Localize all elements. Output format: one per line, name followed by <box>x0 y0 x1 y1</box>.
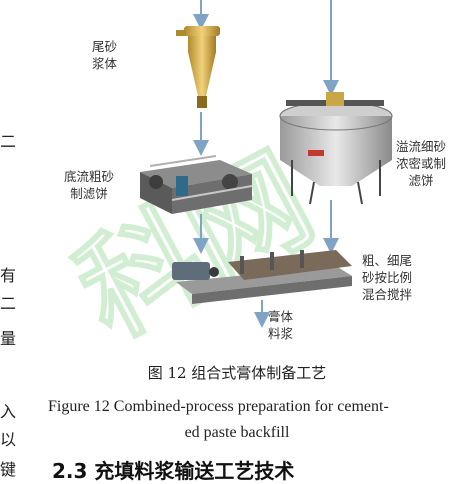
label-mix: 粗、细尾 砂按比例 混合搅拌 <box>362 253 413 302</box>
margin-char-5: 入 <box>0 402 17 421</box>
margin-char-1: 二 <box>0 132 17 151</box>
margin-char-4: 量 <box>0 329 17 348</box>
margin-char-7: 键 <box>0 460 17 479</box>
mixer-icon <box>172 250 352 304</box>
margin-char-3: 二 <box>0 294 17 313</box>
label-tailings-slurry: 尾砂 浆体 <box>92 39 118 71</box>
hydrocyclone-icon <box>176 26 220 108</box>
filter-press-icon <box>140 155 253 214</box>
label-overflow-fine: 溢流细砂 浓密或制 滤饼 <box>396 139 447 188</box>
process-diagram <box>140 0 393 328</box>
figure-caption-en-line1: Figure 12 Combined-process preparation f… <box>48 398 389 415</box>
section-heading: 2.3 充填料浆输送工艺技术 <box>52 459 295 483</box>
label-underflow-coarse: 底流粗砂 制滤饼 <box>64 169 115 201</box>
label-paste-slurry: 膏体 料浆 <box>268 309 294 341</box>
margin-char-2: 有 <box>0 266 17 285</box>
figure-caption-cn: 图 12 组合式膏体制备工艺 <box>147 364 327 382</box>
margin-char-6: 以 <box>0 430 17 449</box>
figure-caption-en-line2: ed paste backfill <box>184 424 290 441</box>
thickener-icon <box>279 92 393 205</box>
